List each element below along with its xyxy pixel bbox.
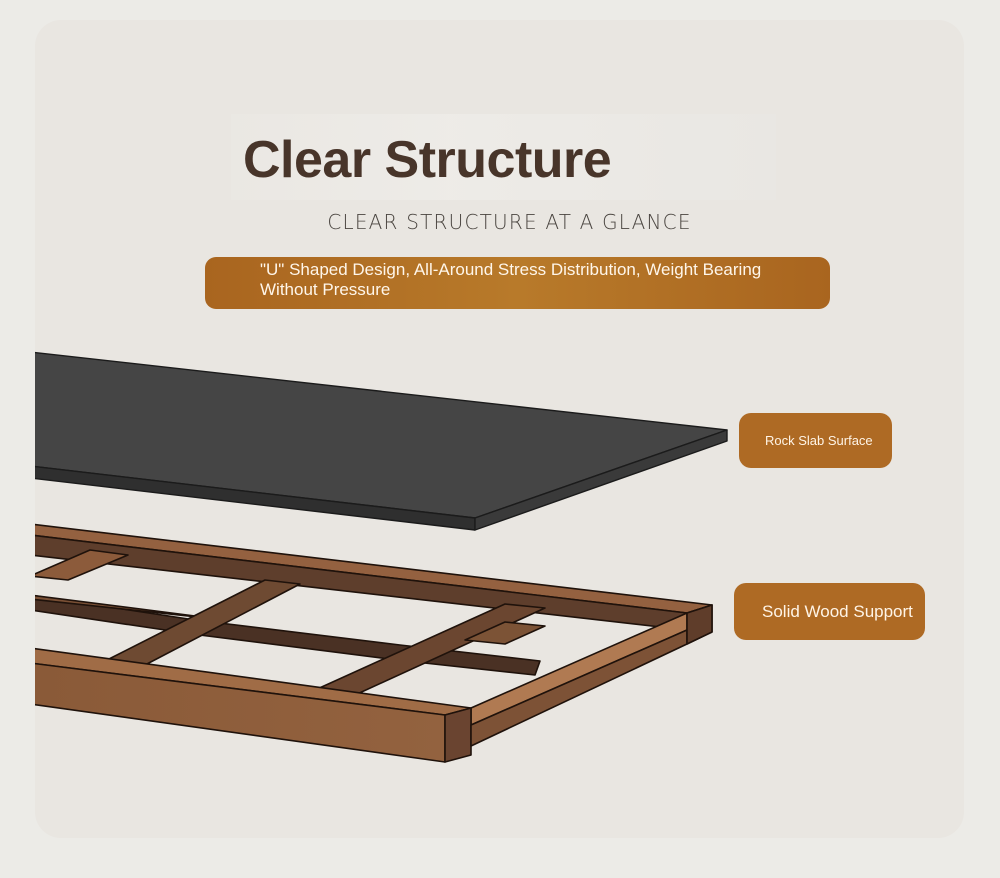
- label-solid-wood-text: Solid Wood Support: [762, 601, 913, 621]
- label-rock-slab: Rock Slab Surface: [739, 413, 892, 468]
- page-title: Clear Structure: [243, 131, 612, 189]
- rock-slab-icon: [35, 351, 728, 531]
- label-solid-wood: Solid Wood Support: [734, 583, 925, 640]
- label-rock-slab-text: Rock Slab Surface: [765, 433, 873, 448]
- title-background: [231, 114, 776, 200]
- page-subtitle: CLEAR STRUCTURE AT A GLANCE: [327, 210, 692, 234]
- feature-banner-text: "U" Shaped Design, All-Around Stress Dis…: [260, 260, 762, 299]
- feature-banner: "U" Shaped Design, All-Around Stress Dis…: [205, 257, 830, 309]
- structure-illustration: [35, 351, 728, 763]
- wood-frame-icon: [35, 523, 713, 763]
- product-card: Clear Structure CLEAR STRUCTURE AT A GLA…: [35, 20, 964, 838]
